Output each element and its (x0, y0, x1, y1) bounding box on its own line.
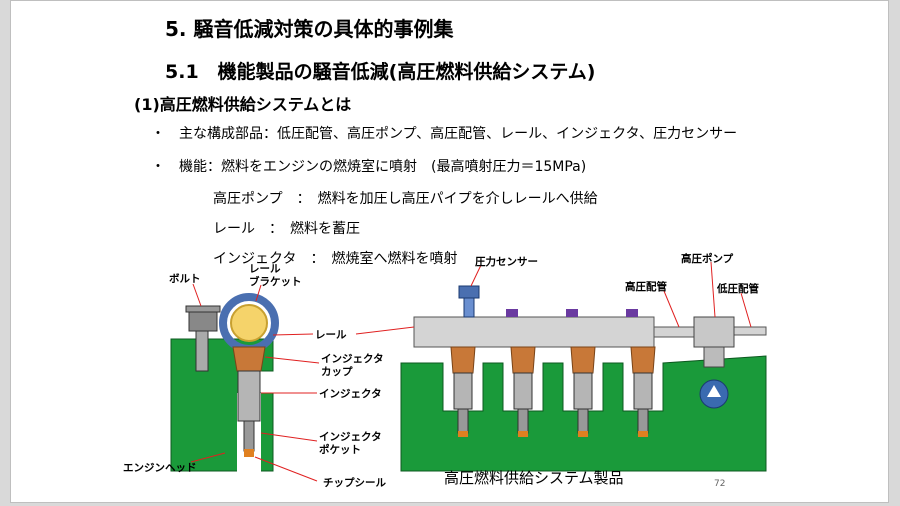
function-injector: インジェクタ ： 燃焼室へ燃料を噴射 (213, 251, 458, 267)
label-rail-left: レール (315, 329, 347, 341)
injector-cup-left (232, 346, 266, 372)
label-hp-pipe: 高圧配管 (625, 281, 667, 293)
function-rail: レール ： 燃料を蓄圧 (213, 221, 360, 237)
diagram-caption: 高圧燃料供給システム製品 (444, 469, 624, 487)
slide-heading: 5. 騒音低減対策の具体的事例集 (165, 17, 454, 41)
section-title: (1)高圧燃料供給システムとは (134, 95, 352, 114)
pressure-sensor (458, 285, 480, 299)
injectors-right (450, 346, 656, 437)
function-pump: 高圧ポンプ ： 燃料を加圧し高圧パイプを介しレールへ供給 (213, 191, 598, 207)
fuel-system-diagram (170, 261, 767, 482)
left-cross-section (170, 293, 279, 473)
hp-pump (693, 316, 735, 348)
label-injector-pocket: インジェクタ ポケット (319, 431, 382, 456)
bolt-left (188, 310, 218, 332)
slide-subheading: 5.1 機能製品の騒音低減(高圧燃料供給システム) (165, 61, 596, 83)
label-hp-pump: 高圧ポンプ (681, 253, 734, 265)
label-injector-cup: インジェクタ カップ (321, 353, 384, 378)
label-lp-pipe: 低圧配管 (717, 283, 759, 295)
right-product-view (400, 285, 767, 472)
label-injector: インジェクタ (319, 388, 382, 400)
label-tip-seal: チップシール (323, 477, 386, 489)
rail (413, 316, 655, 348)
bullet-components: ・ 主な構成部品：低圧配管、高圧ポンプ、高圧配管、レール、インジェクタ、圧力セン… (151, 126, 738, 142)
rail-bolt-2 (566, 309, 578, 317)
label-rail-bracket: レール ブラケット (249, 263, 302, 288)
tip-seal-left (244, 449, 254, 457)
right-leaders (355, 261, 752, 335)
label-pressure-sensor: 圧力センサー (475, 256, 538, 268)
rail-bolt-3 (626, 309, 638, 317)
label-engine-head: エンジンヘッド (123, 462, 197, 474)
left-leaders (190, 283, 320, 482)
page-number: 72 (714, 479, 726, 489)
hp-pipe (653, 326, 695, 338)
bullet-function: ・ 機能：燃料をエンジンの燃焼室に噴射 (最高噴射圧力＝15MPa) (151, 159, 587, 175)
lp-pipe (733, 326, 767, 336)
label-bolt: ボルト (169, 273, 201, 285)
slide: 5. 騒音低減対策の具体的事例集 5.1 機能製品の騒音低減(高圧燃料供給システ… (10, 0, 889, 503)
rail-bolt-1 (506, 309, 518, 317)
injector-left (237, 370, 261, 422)
